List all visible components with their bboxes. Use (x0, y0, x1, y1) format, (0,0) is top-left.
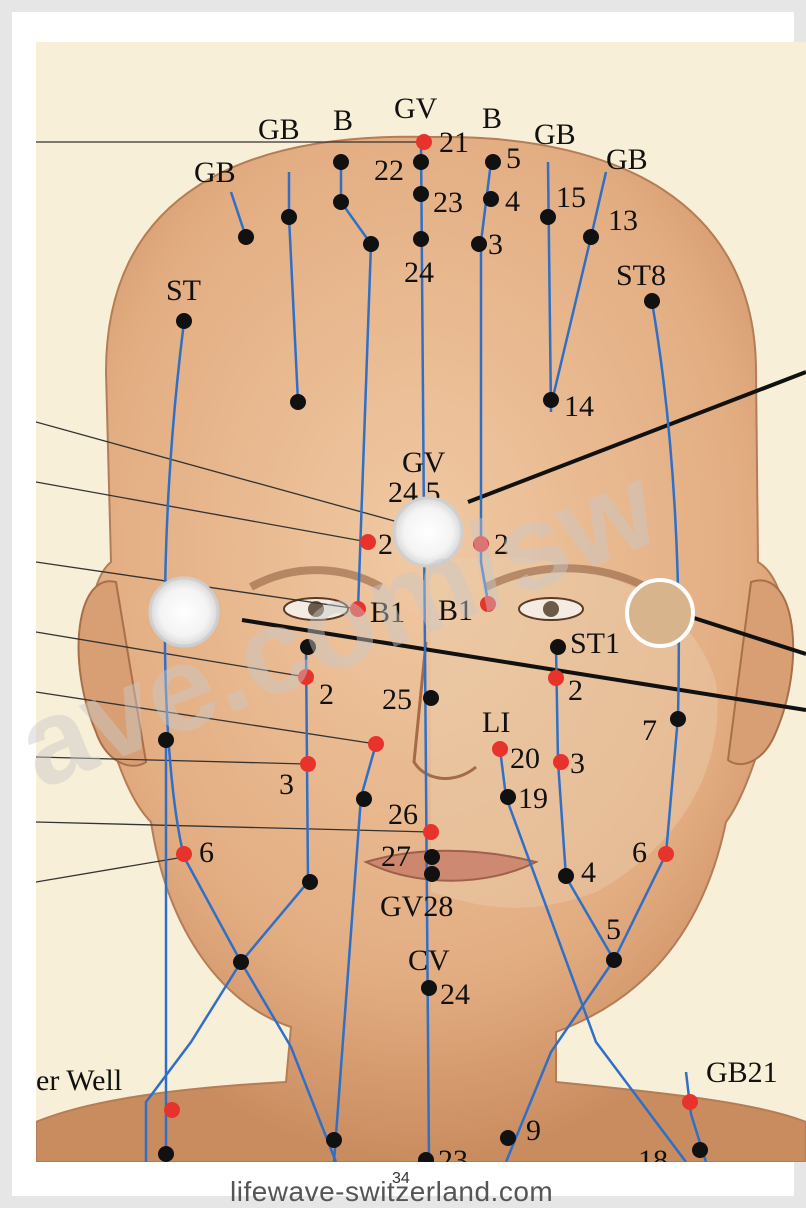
label-21: 21 (439, 126, 469, 159)
label-gb-top-left: GB (258, 113, 300, 146)
label-b1-right: B1 (438, 594, 473, 627)
label-6-right: 6 (632, 836, 647, 869)
right-iris (543, 601, 559, 617)
label-st8: ST8 (616, 259, 666, 292)
label-gv-top: GV (394, 92, 438, 125)
label-15: 15 (556, 181, 586, 214)
label-9: 9 (526, 1114, 541, 1147)
label-26: 26 (388, 798, 418, 831)
label-gb-left: GB (194, 156, 236, 189)
footer-url: lifewave-switzerland.com (230, 1176, 553, 1208)
label-4-right: 4 (581, 856, 596, 889)
label-5-right: 5 (606, 913, 621, 946)
label-cv: CV (408, 944, 450, 977)
label-25: 25 (382, 683, 412, 716)
label-li: LI (482, 706, 510, 739)
label-st1: ST1 (570, 627, 620, 660)
label-b1-left: B1 (370, 596, 405, 629)
label-24-cv: 24 (440, 978, 470, 1011)
label-24-top: 24 (404, 256, 434, 289)
label-b-top-right: B (482, 102, 502, 135)
label-23-bottom: 23 (438, 1144, 468, 1162)
label-5: 5 (506, 142, 521, 175)
label-gb-top-right: GB (534, 118, 576, 151)
label-19: 19 (518, 782, 548, 815)
label-gv-mid: GV (402, 446, 446, 479)
label-13: 13 (608, 204, 638, 237)
label-3-left: 3 (279, 768, 294, 801)
label-2-st: 2 (568, 674, 583, 707)
label-gb21: GB21 (706, 1056, 778, 1089)
label-6-left: 6 (199, 836, 214, 869)
label-23: 23 (433, 186, 463, 219)
label-4: 4 (505, 185, 520, 218)
label-gv28: GV28 (380, 890, 453, 923)
label-b-top-left: B (333, 104, 353, 137)
label-14: 14 (564, 390, 594, 423)
label-gb-right: GB (606, 143, 648, 176)
patch-forehead (394, 498, 462, 566)
label-2-eye: 2 (319, 678, 334, 711)
label-7: 7 (642, 714, 657, 747)
label-22: 22 (374, 154, 404, 187)
label-27: 27 (381, 840, 411, 873)
label-18: 18 (638, 1144, 668, 1162)
label-3-top: 3 (488, 228, 503, 261)
patch-left-temple (150, 578, 218, 646)
label-3-li: 3 (570, 747, 585, 780)
patch-right-temple (627, 580, 693, 646)
label-2-right: 2 (494, 528, 509, 561)
label-2-left: 2 (378, 528, 393, 561)
label-lower-left: er Well (36, 1064, 122, 1097)
label-st-left: ST (166, 274, 201, 307)
acupuncture-face-chart: GV B B GB GB GB GB 21 22 23 5 4 3 24 15 … (36, 42, 806, 1162)
label-20: 20 (510, 742, 540, 775)
